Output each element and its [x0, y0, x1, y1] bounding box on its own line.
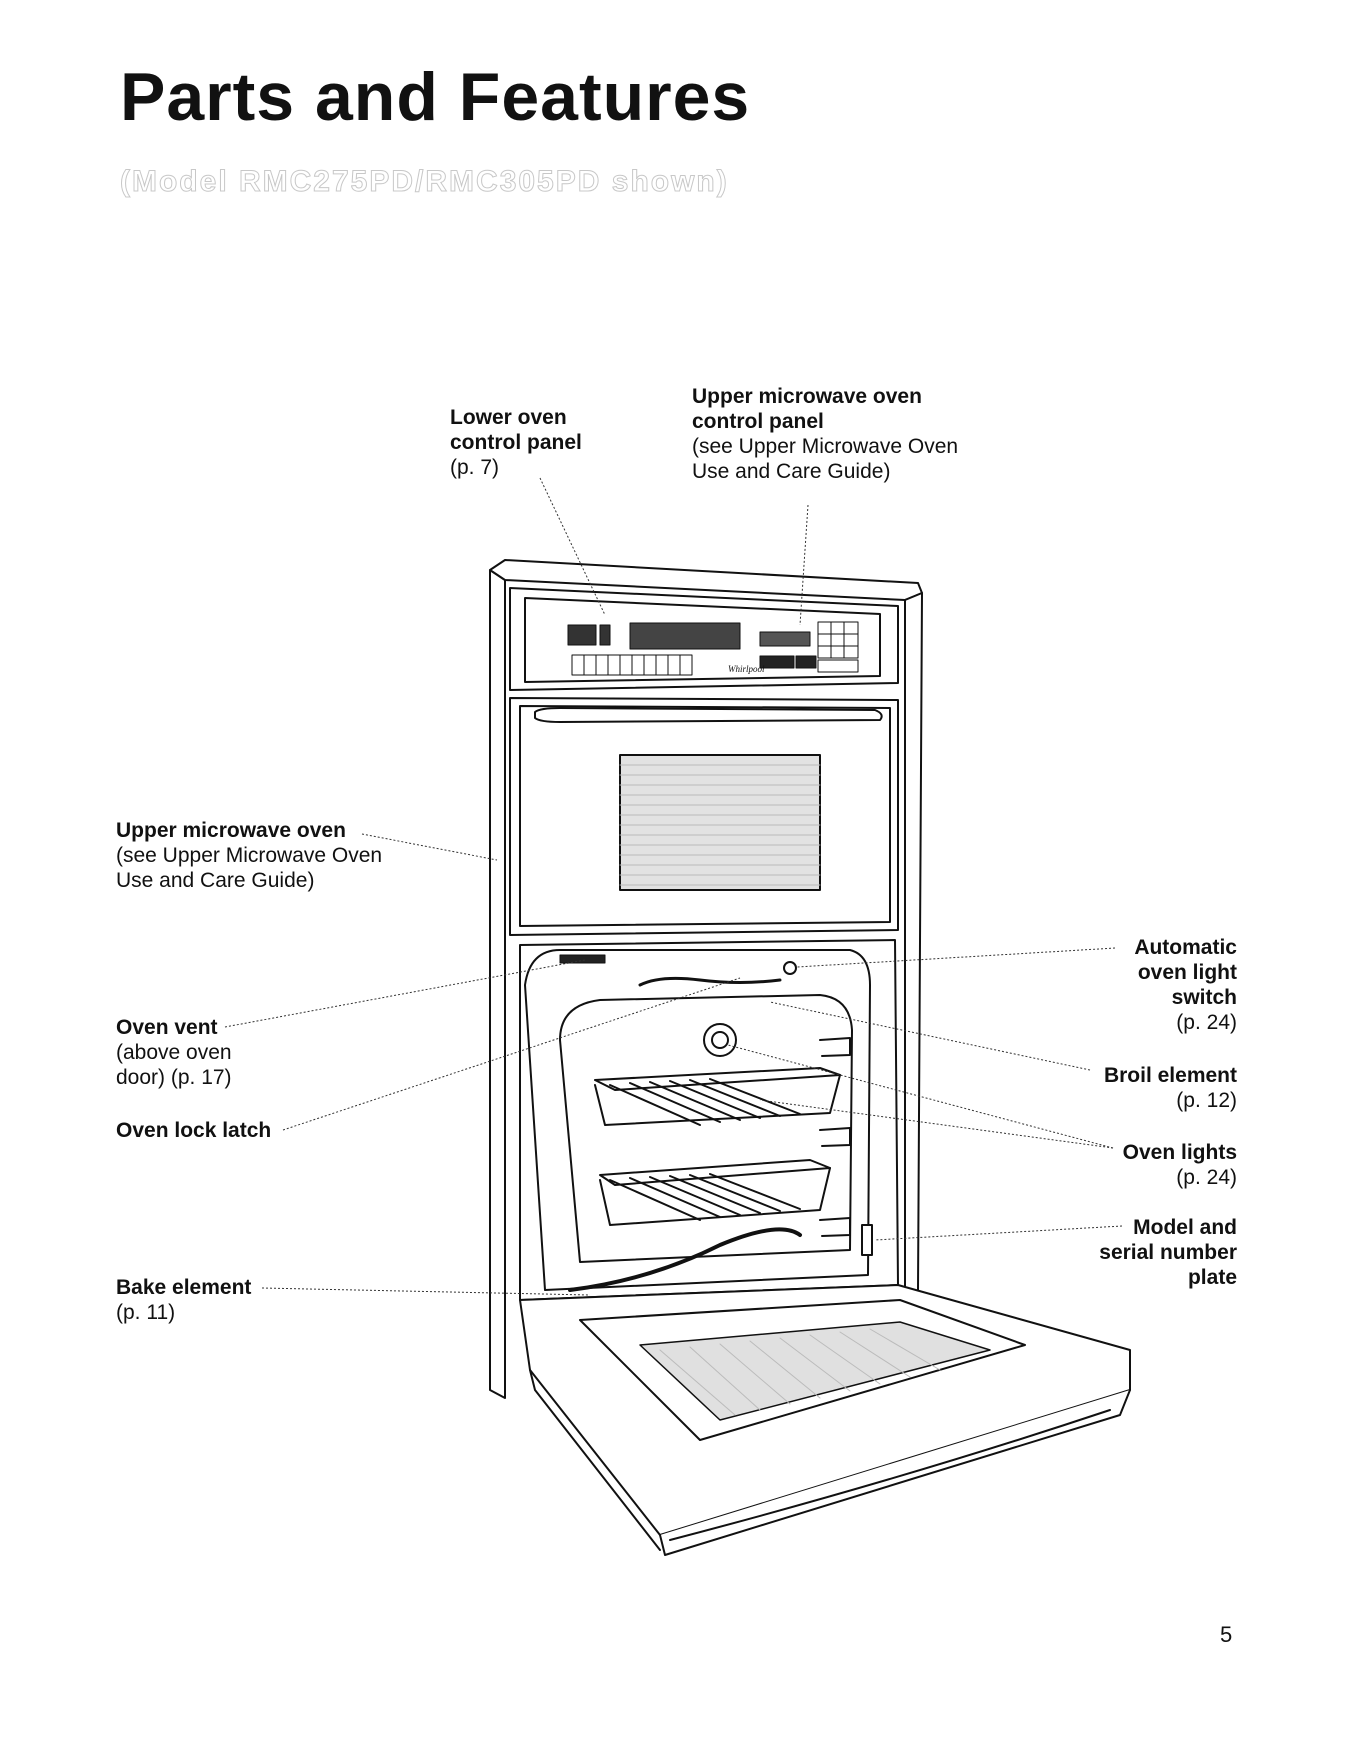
callout-name: Upper microwave oven: [116, 819, 346, 842]
leader-oven-vent: [224, 959, 586, 1028]
callout-ref: (p. 24): [1176, 1011, 1237, 1034]
callout-ref: (p. 7): [450, 456, 500, 479]
leader-oven-lights: [727, 1044, 1114, 1149]
callout-ref: (see Upper Microwave Oven Use and Care G…: [116, 844, 383, 892]
callout-lower-oven-control-panel: Lower oven control panel (p. 7): [450, 405, 625, 480]
callout-name: Automatic oven light switch: [1134, 936, 1237, 1009]
callout-name: Broil element: [1103, 1064, 1237, 1087]
callout-name: Lower oven control panel: [450, 406, 582, 454]
callout-oven-lights: Oven lights (p. 24): [1087, 1140, 1237, 1190]
callout-ref: (p. 12): [1176, 1089, 1237, 1112]
callout-name: Oven lock latch: [116, 1119, 272, 1142]
callout-automatic-oven-light-switch: Automatic oven light switch (p. 24): [1112, 935, 1237, 1035]
callout-upper-microwave-oven: Upper microwave oven (see Upper Microwav…: [116, 818, 416, 893]
callout-upper-microwave-control-panel: Upper microwave oven control panel (see …: [692, 384, 992, 484]
control-panel-display-icon: [567, 621, 859, 676]
callout-name: Bake element: [116, 1276, 252, 1299]
callout-broil-element: Broil element (p. 12): [1057, 1063, 1237, 1113]
page-number: 5: [1220, 1622, 1233, 1647]
callout-ref: (see Upper Microwave Oven Use and Care G…: [692, 435, 959, 483]
page-subtitle: (Model RMC275PD/RMC305PD shown): [120, 165, 729, 199]
leader-light-switch: [796, 947, 1116, 968]
callout-bake-element: Bake element (p. 11): [116, 1275, 316, 1325]
leader-broil-element: [769, 1001, 1091, 1071]
callout-oven-vent: Oven vent (above oven door) (p. 17): [116, 1015, 261, 1090]
callout-name: Upper microwave oven control panel: [692, 385, 922, 433]
callout-ref: (p. 11): [116, 1301, 176, 1324]
leader-upper-microwave-oven: [361, 833, 498, 861]
page-title: Parts and Features: [120, 59, 751, 135]
callout-name: Oven lights: [1122, 1141, 1237, 1164]
leader-upper-control-panel: [799, 504, 809, 626]
callout-model-serial-plate: Model and serial number plate: [1077, 1215, 1237, 1290]
callout-name: Model and serial number plate: [1099, 1216, 1237, 1289]
callout-ref: (p. 24): [1176, 1166, 1237, 1189]
leader-lower-control-panel: [539, 477, 606, 616]
callout-name: Oven vent: [116, 1016, 218, 1039]
callout-oven-lock-latch: Oven lock latch: [116, 1118, 316, 1143]
callout-ref: (above oven door) (p. 17): [116, 1041, 232, 1089]
leader-bake-element: [261, 1287, 591, 1296]
leader-model-plate: [874, 1225, 1123, 1241]
brand-logo: Whirlpool: [728, 664, 765, 674]
leader-oven-lights-2: [759, 1099, 1114, 1149]
leader-oven-lock-latch: [282, 977, 741, 1131]
